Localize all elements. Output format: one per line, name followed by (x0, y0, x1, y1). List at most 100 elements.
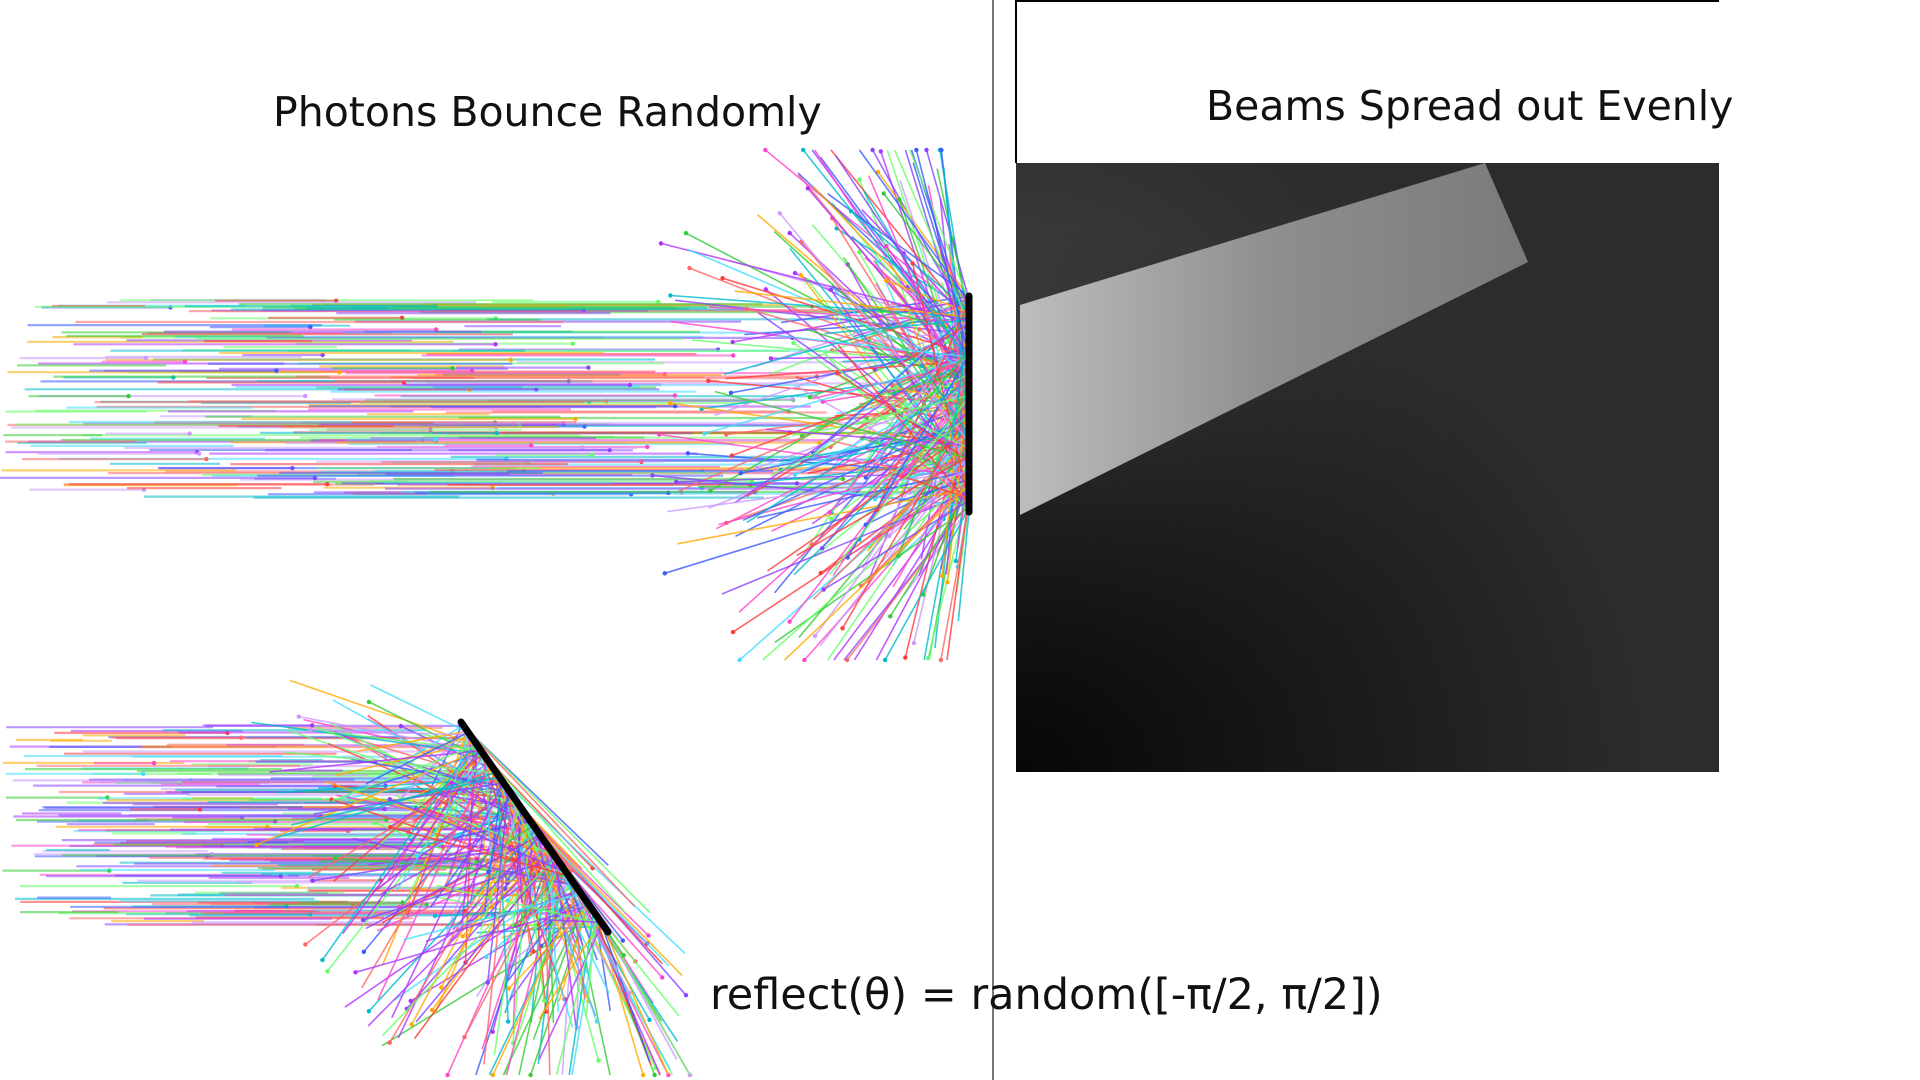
photon-ray (824, 353, 970, 512)
photon-ray (909, 149, 970, 303)
photon-ray (351, 758, 507, 788)
photon-ray (365, 834, 541, 930)
photon-dot (508, 357, 513, 362)
photon-dot (874, 259, 879, 264)
photon-dot (805, 186, 810, 191)
photon-dot (596, 1058, 601, 1063)
photon-dot (384, 817, 389, 823)
photon-ray (543, 918, 602, 923)
photon-dot (151, 760, 157, 766)
photon-dot (744, 306, 750, 312)
photon-ray (361, 765, 493, 989)
photon-ray (483, 780, 503, 911)
photon-dot (737, 657, 742, 663)
photon-dot (662, 571, 667, 576)
photon-dot (730, 339, 735, 345)
photon-ray (355, 905, 590, 974)
photon-dot (878, 149, 883, 154)
photon-ray (505, 862, 561, 1076)
photon-ray (909, 469, 970, 494)
photon-dot (668, 293, 673, 298)
photon-dot (902, 415, 907, 420)
photon-dot (586, 365, 591, 370)
photon-dot (945, 580, 950, 585)
right-panel-title: Beams Spread out Evenly (1206, 82, 1734, 130)
photon-dot (238, 735, 244, 740)
photon-dot (197, 807, 203, 812)
photon-dot (433, 437, 438, 442)
photon-ray (502, 900, 587, 1076)
photon-dot (640, 1072, 646, 1078)
photon-ray (256, 748, 481, 846)
photon-dot (798, 273, 804, 278)
photon-dot (953, 558, 959, 564)
photon-ray (538, 921, 602, 1020)
photon-dot (325, 482, 330, 487)
photon-dot (570, 341, 575, 346)
photon-dot (531, 949, 536, 954)
photon-ray (813, 307, 970, 457)
photon-dot (303, 393, 308, 399)
photon-dot (668, 400, 673, 406)
photon-ray (889, 489, 970, 617)
photon-ray (538, 923, 603, 1060)
photon-ray (893, 149, 970, 324)
photon-dot (528, 443, 534, 448)
photon-dot (656, 432, 662, 437)
photon-dot (818, 570, 823, 576)
photon-ray (884, 507, 970, 661)
photon-ray (765, 428, 970, 447)
photon-ray (401, 727, 467, 799)
photon-dot (801, 147, 806, 153)
photon-ray (481, 751, 626, 913)
photon-ray (464, 726, 651, 914)
photon-dot (914, 147, 919, 153)
photon-ray (670, 294, 970, 319)
photon-dot (528, 1072, 533, 1078)
photon-ray (520, 807, 610, 994)
photon-ray (850, 210, 970, 312)
photon-ray (874, 445, 970, 500)
photon-ray (570, 878, 586, 1000)
photon-ray (415, 855, 556, 1023)
photon-ray (762, 477, 970, 661)
photon-ray (487, 790, 510, 873)
photon-dot (590, 452, 595, 457)
photon-ray (512, 820, 531, 1044)
photon-dot (884, 243, 889, 249)
photon-ray (393, 876, 571, 1002)
photon-dot (857, 177, 862, 182)
photon-ray (770, 355, 970, 360)
photon-ray (329, 722, 543, 840)
photon-ray (794, 385, 970, 476)
photon-dot (807, 395, 813, 400)
photon-dot (672, 393, 678, 398)
photon-dot (928, 384, 933, 389)
photon-dot (274, 368, 279, 373)
photon-ray (403, 893, 582, 941)
photon-dot (829, 516, 834, 522)
photon-ray (884, 349, 970, 451)
photon-dot (645, 444, 650, 450)
photon-dot (790, 397, 795, 402)
photon-ray (746, 308, 970, 373)
photon-ray (389, 798, 567, 873)
photon-ray (881, 450, 970, 563)
photon-dot (424, 902, 429, 907)
photon-ray (725, 360, 970, 380)
photon-dot (445, 1072, 450, 1078)
photon-ray (367, 844, 548, 1027)
photon-dot (573, 416, 578, 422)
photon-ray (362, 857, 557, 921)
photon-dot (672, 404, 678, 409)
photon-ray (830, 415, 970, 520)
photon-ray (483, 794, 513, 1065)
photon-ray (555, 916, 598, 1076)
photon-dot (882, 657, 888, 663)
photon-ray (395, 794, 555, 856)
photon-dot (460, 934, 465, 939)
photon-dot (903, 655, 908, 660)
photon-dot (817, 440, 822, 445)
photon-ray (452, 834, 541, 931)
photon-dot (939, 147, 944, 153)
